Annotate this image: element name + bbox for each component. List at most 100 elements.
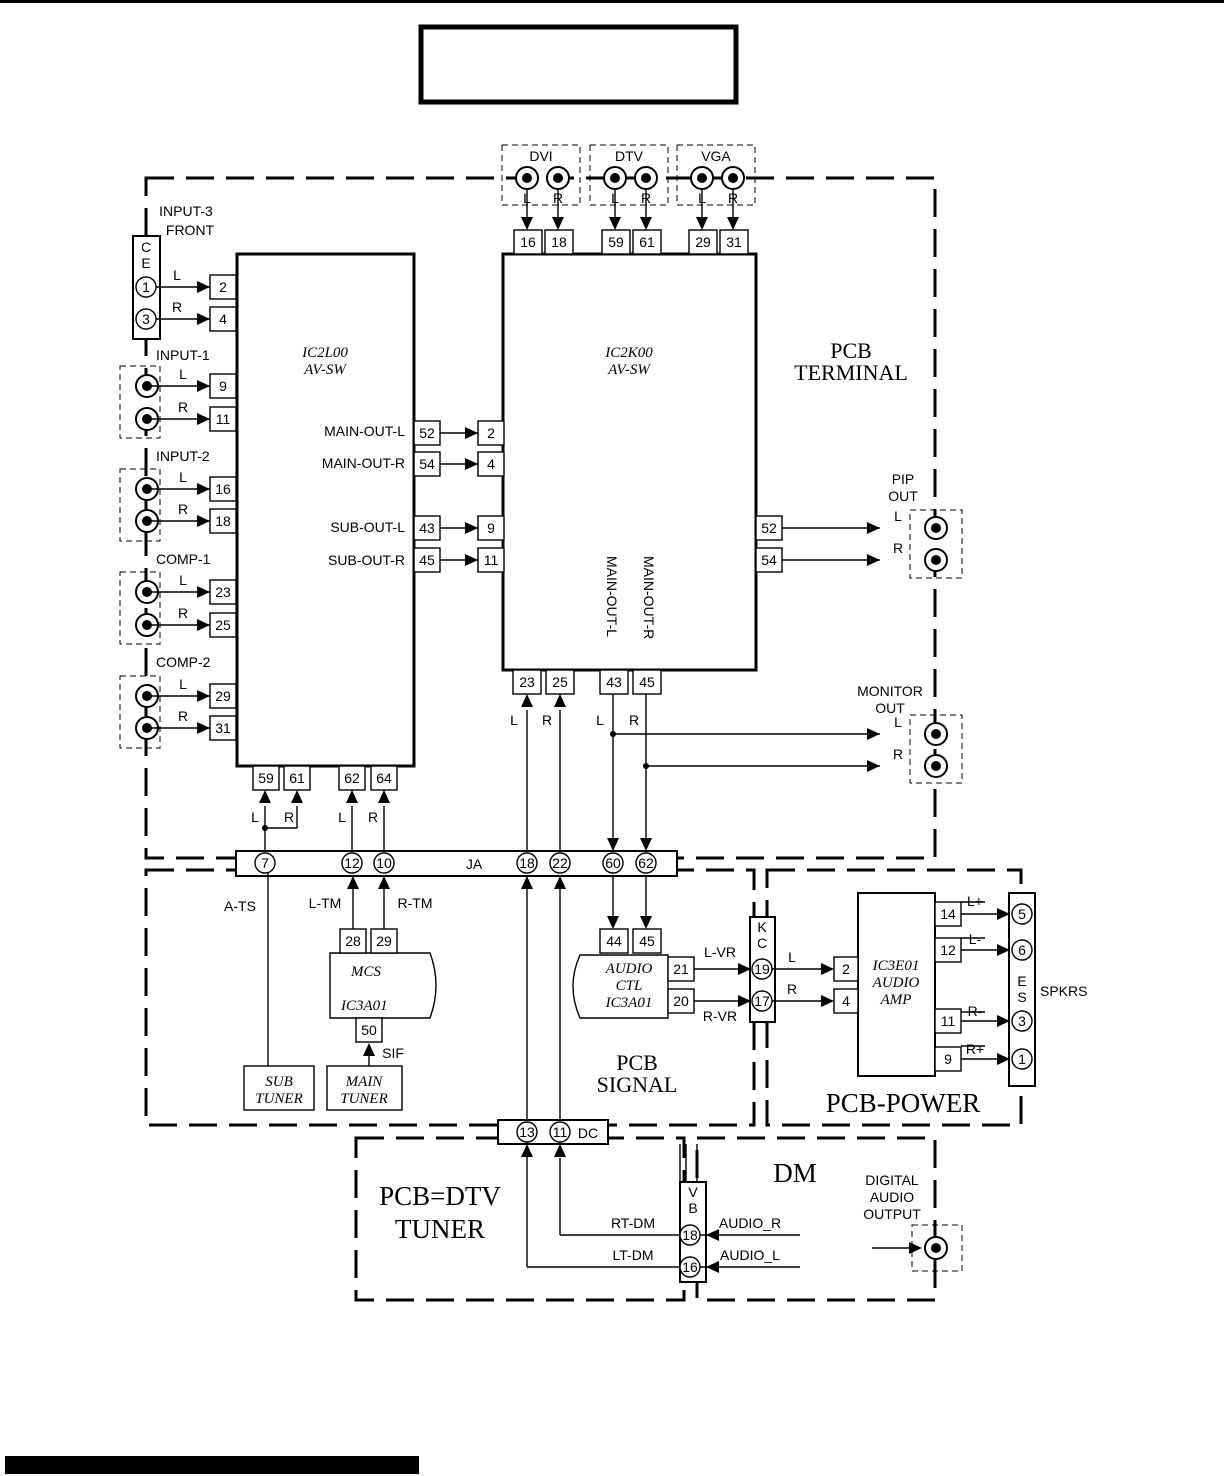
arrow-right xyxy=(867,554,880,566)
wire-label: R xyxy=(178,605,188,621)
pin-box xyxy=(209,406,237,432)
arrow-up xyxy=(554,694,566,707)
pin-number: 7 xyxy=(261,855,269,871)
pin-number: 61 xyxy=(289,770,305,786)
wire-label: R xyxy=(787,981,797,997)
pin-number: 52 xyxy=(761,520,777,536)
wire-label: R xyxy=(893,746,903,762)
pin-box xyxy=(370,765,398,791)
r-plus-label: R+ xyxy=(966,1041,984,1057)
wire-label: R xyxy=(284,809,294,825)
ja-pin xyxy=(602,852,624,874)
arrow-right xyxy=(909,1242,922,1254)
arrow-up xyxy=(554,1144,566,1157)
digital-out-jack-box xyxy=(911,1224,963,1272)
pin-number: 11 xyxy=(216,411,231,427)
top-jack-group xyxy=(676,144,756,206)
pin-number: 9 xyxy=(487,520,495,536)
pin-box xyxy=(209,508,237,534)
pin-number: 2 xyxy=(487,425,495,441)
wire-label: R xyxy=(553,190,563,206)
pin-box xyxy=(338,765,366,791)
pin-box xyxy=(209,476,237,502)
wire-label: L xyxy=(698,190,706,206)
top-jack-group xyxy=(589,144,669,206)
pin-number: 10 xyxy=(376,855,392,871)
arrow-right xyxy=(465,522,478,534)
pin-number: 11 xyxy=(941,1013,956,1029)
pin-box xyxy=(209,715,237,741)
lt-dm-label: LT-DM xyxy=(613,1247,654,1263)
wire-label: L xyxy=(179,676,187,692)
rca-jack-center xyxy=(931,555,941,565)
pin-number: 3 xyxy=(142,311,150,327)
pin-box xyxy=(513,229,543,255)
pin-number: 4 xyxy=(487,456,495,472)
pin-number: 64 xyxy=(376,770,392,786)
pin-number: 45 xyxy=(419,552,435,568)
arrow-right xyxy=(465,554,478,566)
r-tm-label: R-TM xyxy=(398,895,433,911)
arrow-right xyxy=(997,1053,1010,1065)
pin-number: 31 xyxy=(726,234,742,250)
input-jack-group xyxy=(119,675,161,749)
arrow-right xyxy=(738,963,751,975)
pin-box xyxy=(339,928,367,954)
rca-jack-center xyxy=(931,729,941,739)
pin-number: 59 xyxy=(608,234,624,250)
ic2k00-main-out-l-label: MAIN-OUT-L xyxy=(604,556,620,637)
pin-number: 4 xyxy=(219,311,227,327)
r-minus-label: R- xyxy=(968,1003,983,1019)
ic2k00-main-out-r-label: MAIN-OUT-R xyxy=(641,556,657,639)
arrow-right xyxy=(197,483,210,495)
pin-box xyxy=(599,928,629,954)
pip-out-jacks xyxy=(909,509,963,579)
arrow-down xyxy=(640,217,652,230)
wire-label: L xyxy=(894,508,902,524)
arrow-up xyxy=(363,1043,375,1056)
pin-number: 25 xyxy=(215,617,231,633)
wire-label: R xyxy=(368,809,378,825)
pin-number: 16 xyxy=(682,1259,698,1275)
sub-tuner-box xyxy=(243,1065,315,1111)
pin-box xyxy=(833,956,859,982)
dm-label: DM xyxy=(773,1158,817,1188)
arrow-right xyxy=(197,313,210,325)
arrow-right xyxy=(197,690,210,702)
arrow-up xyxy=(291,790,303,803)
pin-box xyxy=(632,928,662,954)
pin-number: 60 xyxy=(605,855,621,871)
pin-number: 3 xyxy=(1018,1013,1026,1029)
wire-label: R xyxy=(178,399,188,415)
es-pin xyxy=(1011,1048,1033,1070)
comp1-label: COMP-1 xyxy=(156,551,211,567)
pin-number: 43 xyxy=(606,674,622,690)
spkrs-label: SPKRS xyxy=(1040,983,1087,999)
arrow-right xyxy=(997,944,1010,956)
ic2k00-chip xyxy=(501,252,758,672)
pin-number: 29 xyxy=(695,234,711,250)
l-tm-label: L-TM xyxy=(309,895,342,911)
pin-box xyxy=(209,683,237,709)
pin-number: 52 xyxy=(419,425,435,441)
pin-number: 13 xyxy=(519,1124,535,1140)
pin-box xyxy=(755,547,783,573)
main-tuner-box xyxy=(326,1065,403,1111)
arrow-down xyxy=(607,838,619,851)
wire-label: L xyxy=(338,809,346,825)
ja-pin xyxy=(516,852,538,874)
l-vr-label: L-VR xyxy=(704,944,736,960)
arrow-down xyxy=(521,217,533,230)
pin-number: 45 xyxy=(639,933,655,949)
ic2l00-chip xyxy=(235,252,416,768)
top-rule xyxy=(0,0,1224,3)
pin-box xyxy=(283,765,311,791)
arrow-down xyxy=(552,217,564,230)
arrow-up xyxy=(521,1144,533,1157)
